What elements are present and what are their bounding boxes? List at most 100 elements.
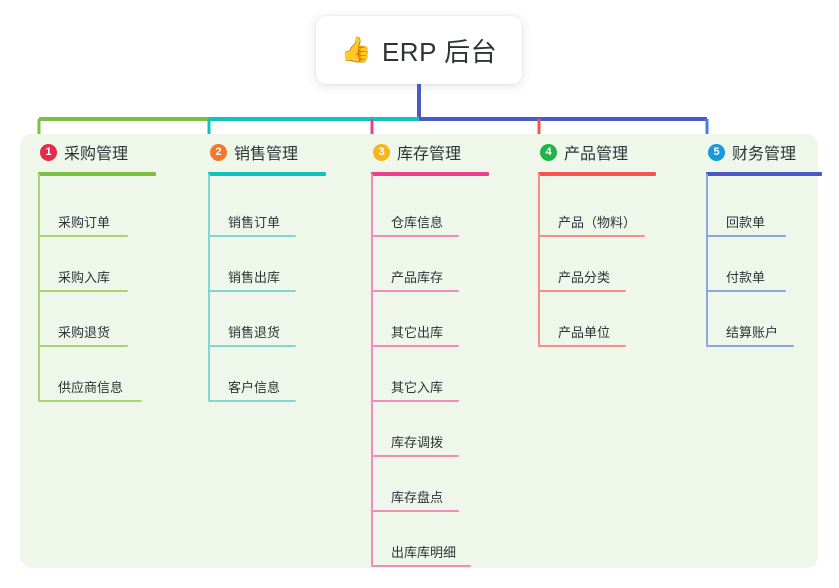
branch-leaf-item[interactable]: 其它入库 — [371, 349, 520, 404]
branch-header-5[interactable]: 5 财务管理 — [706, 134, 818, 170]
branch-number-badge: 4 — [540, 143, 557, 161]
branch-leaf-label: 仓库信息 — [391, 215, 444, 230]
branch-leaf-list: 仓库信息产品库存其它出库其它入库库存调拨库存盘点出库库明细 — [371, 176, 520, 569]
branch-title: 销售管理 — [234, 146, 299, 163]
branch-header-4[interactable]: 4 产品管理 — [538, 134, 688, 170]
branch-leaf-label: 产品单位 — [558, 325, 611, 340]
branch-number-badge: 3 — [373, 143, 390, 161]
branch-leaf-label: 出库库明细 — [391, 545, 457, 560]
branch-leaf-list: 回款单付款单结算账户 — [706, 176, 818, 349]
branch-leaf-label: 销售订单 — [228, 215, 281, 230]
branch-leaf-rule — [371, 510, 459, 512]
branch-leaf-label: 产品（物料） — [558, 215, 637, 230]
branch-leaf-label: 付款单 — [726, 270, 766, 285]
branch-leaf-list: 销售订单销售出库销售退货客户信息 — [208, 176, 353, 404]
branch-leaf-item[interactable]: 产品分类 — [538, 239, 688, 294]
branch-leaf-rule — [538, 290, 626, 292]
branch-leaf-list: 产品（物料） 产品分类产品单位 — [538, 176, 688, 349]
branch-leaf-rule — [538, 345, 626, 347]
branch-leaf-label: 销售出库 — [228, 270, 281, 285]
branch-leaf-rule — [371, 345, 459, 347]
branch-header-rule — [208, 172, 326, 176]
branch-leaf-label: 采购退货 — [58, 325, 111, 340]
branch-leaf-label: 客户信息 — [228, 380, 281, 395]
branches-panel — [20, 134, 818, 568]
branch-leaf-rule — [38, 345, 128, 347]
branch-header-rule — [38, 172, 156, 176]
branch-leaf-item[interactable]: 产品单位 — [538, 294, 688, 349]
branch-header-rule — [538, 172, 656, 176]
thumbs-up-icon: 👍 — [340, 35, 372, 64]
branch-leaf-item[interactable]: 出库库明细 — [371, 514, 520, 569]
branch-leaf-label: 产品库存 — [391, 270, 444, 285]
branch-spine — [208, 174, 210, 400]
branch-spine — [371, 174, 373, 565]
branch-leaf-rule — [371, 400, 459, 402]
branch-leaf-item[interactable]: 产品库存 — [371, 239, 520, 294]
branch-leaf-label: 库存调拨 — [391, 435, 444, 450]
branch-title: 财务管理 — [732, 146, 797, 163]
branch-leaf-label: 供应商信息 — [58, 380, 124, 395]
branch-leaf-item[interactable]: 仓库信息 — [371, 184, 520, 239]
branch-leaf-item[interactable]: 其它出库 — [371, 294, 520, 349]
branch-leaf-rule — [208, 400, 296, 402]
branch-leaf-rule — [371, 565, 471, 567]
branch-header-rule — [371, 172, 489, 176]
branch-leaf-label: 采购入库 — [58, 270, 111, 285]
branch-leaf-rule — [706, 235, 786, 237]
branch-header-2[interactable]: 2 销售管理 — [208, 134, 353, 170]
branch-leaf-item[interactable]: 库存调拨 — [371, 404, 520, 459]
root-node-card[interactable]: 👍 ERP 后台 — [316, 16, 522, 84]
branch-leaf-label: 库存盘点 — [391, 490, 444, 505]
branch-column-5: 5 财务管理回款单付款单结算账户 — [688, 134, 822, 568]
branch-leaf-item[interactable]: 销售出库 — [208, 239, 353, 294]
branch-leaf-item[interactable]: 付款单 — [706, 239, 818, 294]
branch-leaf-item[interactable]: 库存盘点 — [371, 459, 520, 514]
branch-leaf-label: 其它出库 — [391, 325, 444, 340]
branch-title: 库存管理 — [397, 146, 462, 163]
branch-leaf-item[interactable]: 产品（物料） — [538, 184, 688, 239]
branch-title: 采购管理 — [64, 146, 129, 163]
branch-columns: 1 采购管理采购订单采购入库采购退货供应商信息 2 销售管理销售订单销售出库销售退货客… — [20, 134, 822, 568]
branch-leaf-item[interactable]: 销售订单 — [208, 184, 353, 239]
branch-column-1: 1 采购管理采购订单采购入库采购退货供应商信息 — [20, 134, 190, 568]
branch-leaf-label: 采购订单 — [58, 215, 111, 230]
branch-leaf-item[interactable]: 采购入库 — [38, 239, 190, 294]
branch-leaf-item[interactable]: 结算账户 — [706, 294, 818, 349]
branch-leaf-item[interactable]: 供应商信息 — [38, 349, 190, 404]
branch-leaf-rule — [706, 290, 786, 292]
branch-leaf-label: 销售退货 — [228, 325, 281, 340]
branch-number-badge: 2 — [210, 143, 227, 161]
branch-number-badge: 1 — [40, 143, 57, 161]
branch-leaf-rule — [38, 400, 142, 402]
branch-leaf-item[interactable]: 回款单 — [706, 184, 818, 239]
branch-leaf-item[interactable]: 销售退货 — [208, 294, 353, 349]
branch-spine — [706, 174, 708, 345]
branch-column-2: 2 销售管理销售订单销售出库销售退货客户信息 — [190, 134, 353, 568]
branch-header-1[interactable]: 1 采购管理 — [38, 134, 190, 170]
branch-leaf-item[interactable]: 采购订单 — [38, 184, 190, 239]
branch-number-badge: 5 — [708, 143, 725, 161]
branch-header-3[interactable]: 3 库存管理 — [371, 134, 520, 170]
branch-spine — [538, 174, 540, 345]
branch-leaf-item[interactable]: 采购退货 — [38, 294, 190, 349]
branch-title: 产品管理 — [564, 146, 629, 163]
branch-column-3: 3 库存管理仓库信息产品库存其它出库其它入库库存调拨库存盘点出库库明细 — [353, 134, 520, 568]
branch-spine — [38, 174, 40, 400]
branch-leaf-label: 产品分类 — [558, 270, 611, 285]
branch-leaf-rule — [706, 345, 794, 347]
branch-leaf-item[interactable]: 客户信息 — [208, 349, 353, 404]
branch-leaf-rule — [38, 235, 128, 237]
branch-leaf-rule — [38, 290, 128, 292]
branch-leaf-rule — [208, 345, 296, 347]
branch-leaf-rule — [538, 235, 645, 237]
branch-leaf-rule — [371, 290, 459, 292]
branch-leaf-list: 采购订单采购入库采购退货供应商信息 — [38, 176, 190, 404]
branch-leaf-rule — [371, 235, 459, 237]
branch-leaf-label: 结算账户 — [726, 325, 779, 340]
branch-leaf-label: 回款单 — [726, 215, 766, 230]
branch-leaf-rule — [208, 235, 296, 237]
branch-header-rule — [706, 172, 822, 176]
root-title: ERP 后台 — [381, 36, 498, 67]
